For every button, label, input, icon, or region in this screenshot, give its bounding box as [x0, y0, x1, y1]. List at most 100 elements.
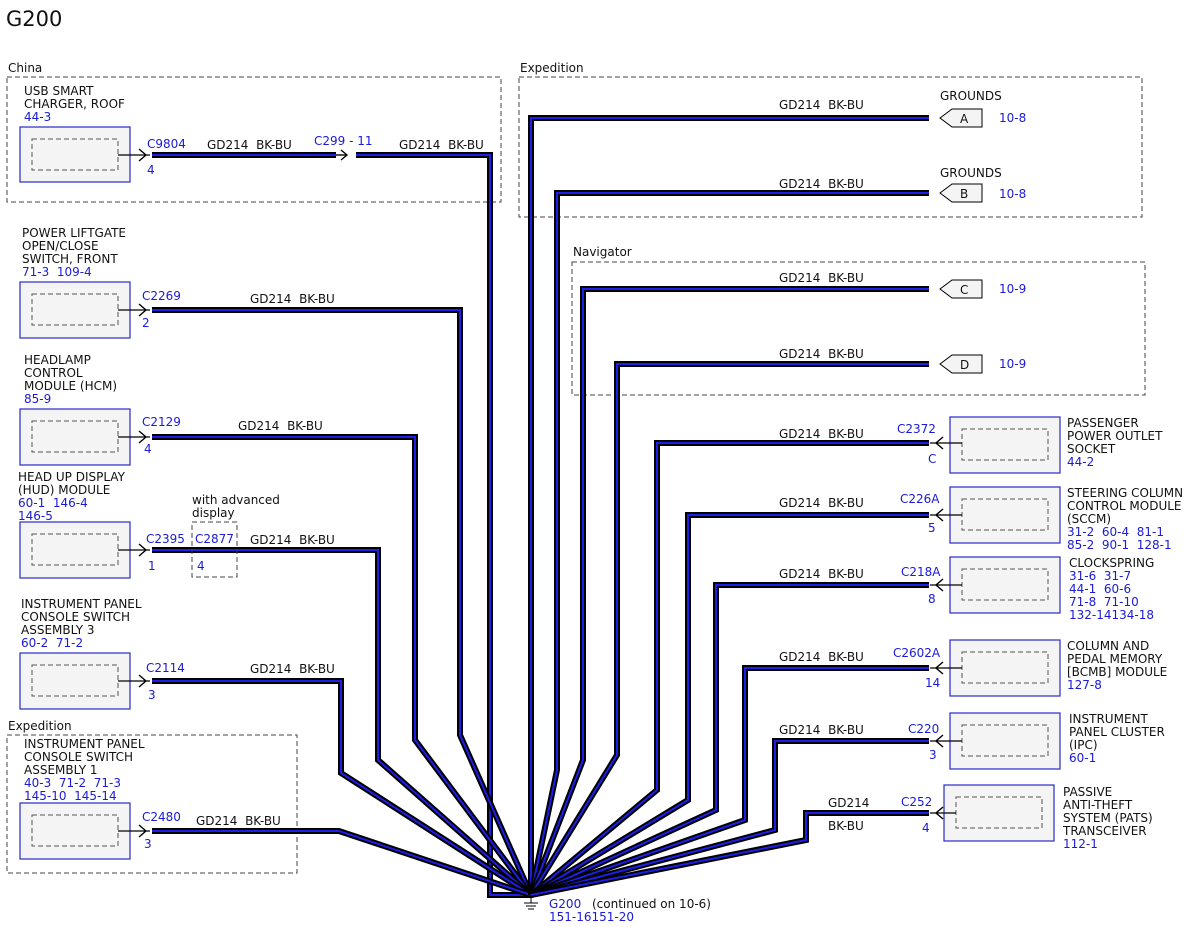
- diagram-label: 85-9: [24, 392, 51, 406]
- diagram-label: INSTRUMENT PANEL: [24, 737, 145, 751]
- component-instrument-panel-console-switch-1[interactable]: INSTRUMENT PANEL CONSOLE SWITCH ASSEMBLY…: [19, 737, 281, 860]
- wire-label: GD214 BK-BU: [779, 496, 864, 510]
- wire-label: GD214 BK-BU: [250, 662, 335, 676]
- diagram-label: 60-1 146-4: [18, 496, 88, 510]
- diagram-label: POWER LIFTGATE: [22, 226, 126, 240]
- diagram-label: INSTRUMENT: [1069, 712, 1148, 726]
- wire-label: GD214 BK-BU: [779, 98, 864, 112]
- component-clockspring[interactable]: CLOCKSPRING 31-6 31-7 44-1 60-6 71-8 71-…: [779, 556, 1154, 622]
- inline-connector-c299: [336, 149, 349, 161]
- connector-c220: C220: [908, 722, 939, 736]
- component-head-up-display-module[interactable]: HEAD UP DISPLAY (HUD) MODULE 60-1 146-4 …: [18, 470, 335, 579]
- diagram-label: HEAD UP DISPLAY: [18, 470, 126, 484]
- wire-label: GD214 BK-BU: [207, 138, 292, 152]
- diagram-label: 71-8 71-10: [1069, 595, 1139, 609]
- diagram-label: [BCMB] MODULE: [1067, 665, 1167, 679]
- connector-c2480: C2480: [142, 810, 181, 824]
- diagram-label: ANTI-THEFT: [1063, 798, 1133, 812]
- ground-point-g200[interactable]: G200 (continued on 10-6) 151-16151-20: [524, 895, 711, 924]
- pin-label: 3: [144, 837, 152, 851]
- component-instrument-panel-console-switch-3[interactable]: INSTRUMENT PANEL CONSOLE SWITCH ASSEMBLY…: [19, 597, 335, 710]
- wire-label: GD214 BK-BU: [779, 177, 864, 191]
- ground-ref: 10-8: [999, 111, 1026, 125]
- diagram-label: 44-1 60-6: [1069, 582, 1131, 596]
- region-label-china: China: [8, 61, 42, 75]
- ground-id: G200: [549, 897, 581, 911]
- page-title: G200: [6, 7, 62, 31]
- diagram-label: POWER OUTLET: [1067, 429, 1163, 443]
- connector-c2269: C2269: [142, 289, 181, 303]
- diagram-label: CONTROL MODULE: [1067, 499, 1182, 513]
- pin-label: 2: [142, 316, 150, 330]
- diagram-label: PASSIVE: [1063, 785, 1112, 799]
- pin-label: 8: [928, 592, 936, 606]
- diagram-label: 44-3: [24, 110, 51, 124]
- wire-label: GD214 BK-BU: [399, 138, 484, 152]
- ground-note: (continued on 10-6): [592, 897, 711, 911]
- diagram-label: 112-1: [1063, 837, 1098, 851]
- diagram-label: (IPC): [1069, 738, 1098, 752]
- diagram-label: SOCKET: [1067, 442, 1116, 456]
- diagram-label: ASSEMBLY 3: [21, 623, 94, 637]
- region-expedition-left: [6, 734, 298, 874]
- diagram-label: CHARGER, ROOF: [24, 97, 125, 111]
- diagram-label: 31-2 60-4 81-1: [1067, 525, 1164, 539]
- connector-c2129: C2129: [142, 415, 181, 429]
- ground-title: GROUNDS: [940, 166, 1002, 180]
- ground-a[interactable]: A GROUNDS 10-8 GD214 BK-BU: [779, 89, 1026, 128]
- component-power-liftgate-switch[interactable]: POWER LIFTGATE OPEN/CLOSE SWITCH, FRONT …: [19, 226, 335, 339]
- option-label: with advanced: [192, 493, 280, 507]
- pin-label: 5: [928, 521, 936, 535]
- pin-label: 4: [197, 559, 205, 573]
- wire-label: GD214 BK-BU: [196, 814, 281, 828]
- pin-label: 4: [147, 163, 155, 177]
- diagram-label: (HUD) MODULE: [18, 483, 110, 497]
- connector-c252: C252: [901, 795, 932, 809]
- component-column-and-pedal-memory-module[interactable]: COLUMN AND PEDAL MEMORY [BCMB] MODULE 12…: [779, 639, 1167, 697]
- ground-b[interactable]: B GROUNDS 10-8 GD214 BK-BU: [779, 166, 1026, 203]
- wire-label: GD214 BK-BU: [250, 292, 335, 306]
- ground-ref: 10-9: [999, 282, 1026, 296]
- ground-d[interactable]: D 10-9 GD214 BK-BU: [779, 347, 1026, 374]
- diagram-label: CLOCKSPRING: [1069, 556, 1154, 570]
- connector-c299: C299 - 11: [314, 134, 373, 148]
- optional-connector-box: [191, 521, 238, 578]
- pin-label: 1: [148, 559, 156, 573]
- connector-c2877: C2877: [195, 532, 234, 546]
- region-navigator: [571, 261, 1146, 396]
- wire-label: GD214 BK-BU: [250, 533, 335, 547]
- ground-letter: A: [960, 112, 969, 126]
- region-label-navigator: Navigator: [573, 245, 632, 259]
- component-headlamp-control-module[interactable]: HEADLAMP CONTROL MODULE (HCM) 85-9 C2129…: [19, 353, 323, 466]
- wire-label: GD214 BK-BU: [779, 567, 864, 581]
- diagram-label: USB SMART: [24, 84, 94, 98]
- diagram-label: CONSOLE SWITCH: [24, 750, 133, 764]
- wire-label: GD214 BK-BU: [779, 650, 864, 664]
- ground-c[interactable]: C 10-9 GD214 BK-BU: [779, 271, 1026, 299]
- ground-refs: 151-16151-20: [549, 910, 634, 924]
- diagram-label: INSTRUMENT PANEL: [21, 597, 142, 611]
- wire-label: GD214: [828, 796, 869, 810]
- component-passive-anti-theft-transceiver[interactable]: PASSIVE ANTI-THEFT SYSTEM (PATS) TRANSCE…: [828, 784, 1153, 851]
- connector-c2114: C2114: [146, 661, 185, 675]
- component-passenger-power-outlet[interactable]: PASSENGER POWER OUTLET SOCKET 44-2 C2372…: [779, 416, 1163, 474]
- component-usb-smart-charger[interactable]: USB SMART CHARGER, ROOF 44-3 C9804 4 GD2…: [19, 84, 484, 183]
- pin-label: 4: [922, 821, 930, 835]
- ground-letter: D: [960, 358, 969, 372]
- diagram-label: 60-2 71-2: [21, 636, 83, 650]
- diagram-label: SYSTEM (PATS): [1063, 811, 1153, 825]
- wire-label: GD214 BK-BU: [779, 271, 864, 285]
- ground-ref: 10-9: [999, 357, 1026, 371]
- ground-title: GROUNDS: [940, 89, 1002, 103]
- diagram-label: 44-2: [1067, 455, 1094, 469]
- component-steering-column-control-module[interactable]: STEERING COLUMN CONTROL MODULE (SCCM) 31…: [779, 486, 1183, 552]
- diagram-label: CONSOLE SWITCH: [21, 610, 130, 624]
- diagram-label: PEDAL MEMORY: [1067, 652, 1163, 666]
- connector-c218a: C218A: [901, 565, 941, 579]
- component-instrument-panel-cluster[interactable]: INSTRUMENT PANEL CLUSTER (IPC) 60-1 C220…: [779, 712, 1165, 770]
- option-label: display: [192, 506, 235, 520]
- diagram-label: 40-3 71-2 71-3: [24, 776, 121, 790]
- diagram-label: 145-10 145-14: [24, 789, 117, 803]
